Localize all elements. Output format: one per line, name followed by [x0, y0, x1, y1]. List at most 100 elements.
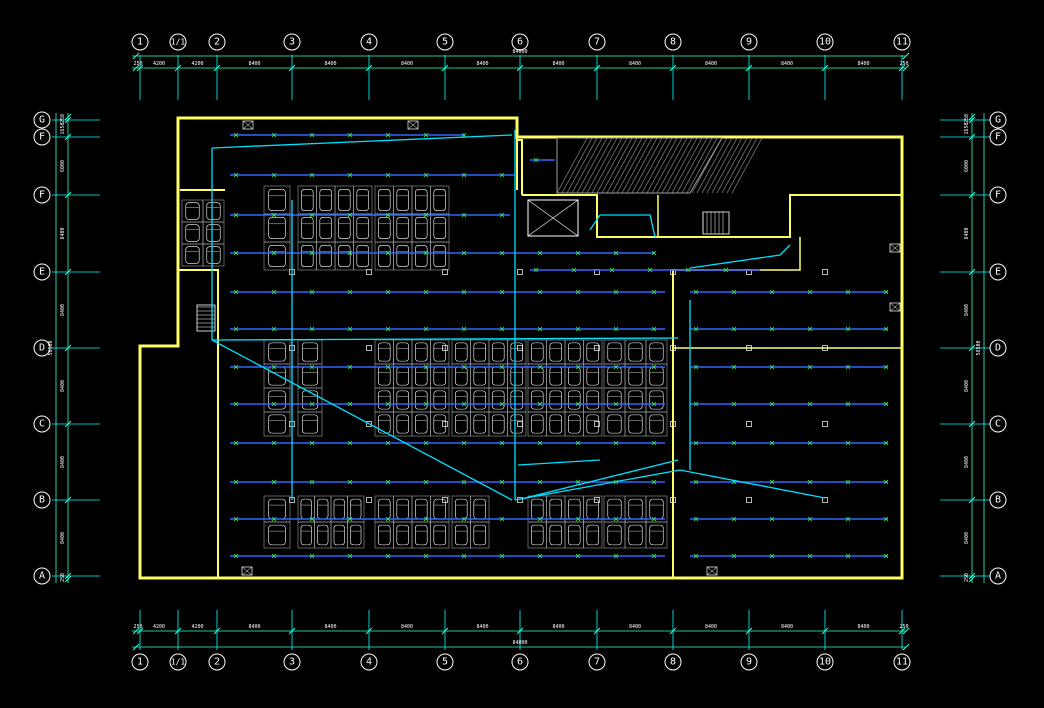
car-symbol — [396, 245, 409, 267]
car-symbol — [396, 189, 409, 211]
sprinkler-head — [693, 364, 699, 370]
grid-bubble-label: 10 — [819, 37, 831, 48]
sprinkler-head — [309, 479, 315, 485]
sprinkler-head — [309, 440, 315, 446]
hose-cabinet — [889, 302, 901, 312]
sprinkler-head — [233, 326, 239, 332]
sprinkler-head — [499, 440, 505, 446]
dimension-text: 8400 — [476, 624, 488, 630]
dimension-tick — [902, 627, 910, 635]
dimension-text-vertical: 8400 — [60, 456, 66, 468]
car-symbol — [433, 245, 446, 267]
dimension-text: 8400 — [248, 624, 260, 630]
grid-bubble — [360, 653, 378, 671]
dimension-text: 8400 — [248, 61, 260, 67]
hatch-line — [656, 137, 688, 194]
parking-stall — [297, 411, 323, 437]
grid-bubble — [283, 653, 301, 671]
car-symbol — [396, 217, 409, 239]
car-symbol — [185, 246, 200, 264]
sprinkler-head — [461, 212, 467, 218]
sprinkler-head — [537, 250, 543, 256]
grid-bubble — [588, 653, 606, 671]
dimension-tick — [968, 575, 976, 583]
sprinkler-head — [575, 479, 581, 485]
car-symbol — [473, 390, 486, 410]
grid-bubble — [893, 653, 911, 671]
car-symbol — [531, 524, 544, 546]
sprinkler-head — [537, 553, 543, 559]
sprinkler-head — [537, 516, 543, 522]
sprinkler-head — [385, 516, 391, 522]
sprinkler-head — [575, 440, 581, 446]
sprinkler-head — [499, 212, 505, 218]
hose-cabinet-cross — [407, 120, 419, 130]
sprinkler-head — [233, 172, 239, 178]
sprinkler-head — [461, 516, 467, 522]
hatch-line — [596, 137, 628, 194]
sprinkler-head — [233, 212, 239, 218]
sprinkler-head — [571, 267, 577, 273]
grid-bubble — [33, 186, 51, 204]
grid-bubble-label: 2 — [214, 37, 220, 48]
car-symbol — [415, 342, 428, 362]
sprinkler-head — [575, 289, 581, 295]
sprinkler-head — [613, 326, 619, 332]
hose-cabinet — [706, 566, 718, 576]
interior-wall — [178, 269, 219, 578]
sprinkler-head — [613, 289, 619, 295]
sprinkler-head — [461, 401, 467, 407]
column-marker — [670, 345, 676, 351]
car-symbol — [415, 245, 428, 267]
grid-bubble-label: 9 — [746, 37, 752, 48]
grid-bubble — [169, 653, 187, 671]
column-marker — [366, 345, 372, 351]
car-symbol — [378, 245, 391, 267]
sprinkler-head — [423, 212, 429, 218]
hatch-line — [686, 137, 718, 194]
sprinkler-head — [385, 212, 391, 218]
sprinkler-head — [271, 132, 277, 138]
grid-bubble-label: B — [39, 495, 45, 506]
car-symbol — [268, 342, 286, 362]
car-symbol — [356, 189, 369, 211]
grid-bubble — [208, 33, 226, 51]
sprinkler-head — [271, 553, 277, 559]
dimension-text-vertical: 250 — [964, 114, 970, 123]
car-symbol — [473, 524, 486, 546]
grid-bubble-label: A — [995, 571, 1001, 582]
sprinkler-head — [347, 553, 353, 559]
sprinkler-head — [693, 479, 699, 485]
sprinkler-head — [613, 364, 619, 370]
sprinkler-head — [385, 553, 391, 559]
car-symbol — [510, 342, 523, 362]
car-symbol — [607, 524, 622, 546]
dimension-tick — [64, 575, 72, 583]
sprinkler-head — [271, 250, 277, 256]
sprinkler-head — [807, 401, 813, 407]
sprinkler-head — [883, 479, 889, 485]
grid-bubble-label: 4 — [366, 657, 372, 668]
parking-stall — [583, 521, 603, 549]
sprinkler-head — [347, 479, 353, 485]
sprinkler-head — [883, 440, 889, 446]
sprinkler-head — [347, 250, 353, 256]
column-marker — [366, 497, 372, 503]
hose-cabinet — [241, 566, 253, 576]
sprinkler-head — [385, 326, 391, 332]
sprinkler-head — [769, 479, 775, 485]
hatch-line — [696, 137, 728, 194]
parking-stall — [507, 411, 527, 437]
grid-bubble — [33, 263, 51, 281]
car-symbol — [433, 524, 446, 546]
dimension-tick — [902, 52, 910, 60]
sprinkler-head — [807, 326, 813, 332]
dimension-text-vertical: 8400 — [60, 380, 66, 392]
sprinkler-head — [651, 364, 657, 370]
sprinkler-head — [347, 172, 353, 178]
hatch-line — [726, 137, 758, 194]
car-symbol — [356, 245, 369, 267]
dimension-text: 250 — [899, 624, 908, 630]
sprinkler-head — [499, 172, 505, 178]
grid-bubble — [989, 186, 1007, 204]
